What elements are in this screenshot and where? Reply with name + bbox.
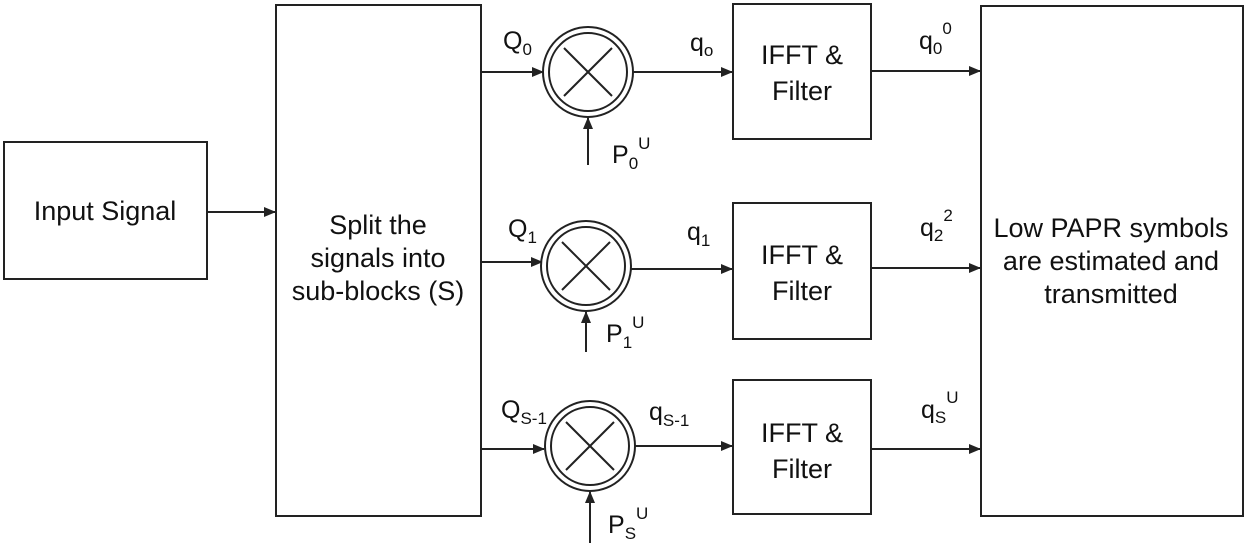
multiplier-icon	[542, 26, 634, 118]
input-signal-label: Input Signal	[34, 196, 177, 226]
ifft-filter-block-0: IFFT & Filter	[732, 3, 872, 140]
ifft-label-2-line-2: Filter	[772, 454, 832, 484]
ifft-filter-block-1: IFFT & Filter	[732, 202, 872, 340]
multiplier-icon	[540, 220, 632, 312]
branch-2-mid-label: qS-1	[649, 398, 689, 430]
split-label-line-3: sub-blocks (S)	[292, 276, 465, 306]
output-block: Low PAPR symbols are estimated and trans…	[980, 5, 1244, 517]
branch-2-input-label: QS-1	[501, 396, 547, 428]
output-label-line-3: transmitted	[1044, 279, 1178, 309]
branch-0-phase-label: P0U	[612, 134, 650, 173]
split-label-line-2: signals into	[310, 243, 445, 273]
input-signal-block: Input Signal	[3, 141, 208, 280]
ifft-label-1-line-1: IFFT &	[761, 240, 843, 270]
ifft-label-2-line-1: IFFT &	[761, 418, 843, 448]
branch-1-mid-label: q1	[687, 218, 710, 250]
branch-1: IFFT & Filter Q1 P1U q1 q22	[481, 202, 981, 352]
ifft-label-0-line-1: IFFT &	[761, 40, 843, 70]
multiplier-icon	[544, 400, 636, 492]
branch-1-phase-label: P1U	[606, 313, 644, 352]
ifft-label-0-line-2: Filter	[772, 76, 832, 106]
split-block: Split the signals into sub-blocks (S)	[275, 4, 482, 517]
split-label-line-1: Split the	[329, 210, 427, 240]
branch-2-output-label: qSU	[921, 388, 959, 427]
branch-2-phase-label: PSU	[608, 504, 648, 543]
output-label-line-1: Low PAPR symbols	[993, 213, 1228, 243]
branch-1-input-label: Q1	[508, 215, 537, 247]
branch-0-mid-label: qo	[690, 29, 713, 60]
ifft-label-1-line-2: Filter	[772, 276, 832, 306]
branch-0: IFFT & Filter Q0 P0U qo q00	[481, 3, 981, 173]
branch-2: IFFT & Filter QS-1 PSU qS-1 qSU	[481, 379, 981, 543]
branch-0-output-label: q00	[919, 19, 952, 58]
branch-0-input-label: Q0	[503, 27, 532, 59]
output-label-line-2: are estimated and	[1003, 246, 1219, 276]
branch-1-output-label: q22	[920, 206, 953, 245]
ifft-filter-block-2: IFFT & Filter	[732, 379, 872, 515]
